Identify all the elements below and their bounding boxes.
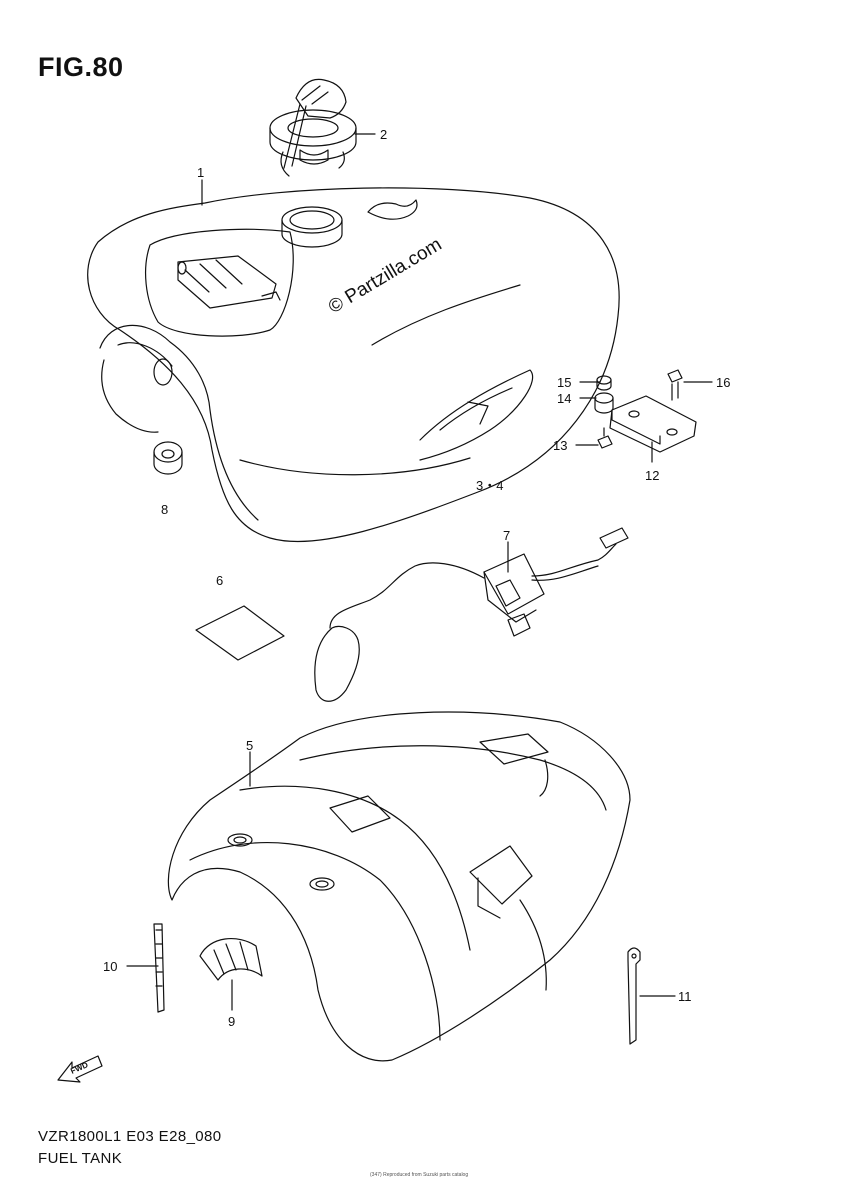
- tiny-credit-text: Reproduced from Suzuki parts catalog: [383, 1172, 469, 1178]
- callout-11: 11: [678, 989, 692, 1004]
- bolt-16[interactable]: [667, 369, 683, 401]
- tiny-code: (347): [370, 1172, 382, 1178]
- callout-7: 7: [503, 528, 510, 543]
- cushion-14[interactable]: [594, 392, 614, 414]
- callout-16: 16: [716, 375, 730, 390]
- mount-bracket[interactable]: [609, 395, 697, 453]
- callout-14: 14: [557, 391, 571, 406]
- callout-6: 6: [216, 573, 223, 588]
- side-cover[interactable]: [167, 711, 631, 1062]
- fuel-cap[interactable]: [269, 78, 357, 177]
- callout-5: 5: [246, 738, 253, 753]
- callout-9: 9: [228, 1014, 235, 1029]
- callout-2: 2: [380, 127, 387, 142]
- model-code: VZR1800L1 E03 E28_080: [38, 1128, 222, 1145]
- callout-15: 15: [557, 375, 571, 390]
- callout-12: 12: [645, 468, 659, 483]
- figure-title: FIG.80: [38, 52, 124, 82]
- collar-15[interactable]: [596, 375, 612, 391]
- forward-arrow-icon: FWD: [57, 1055, 103, 1083]
- callout-13: 13: [553, 438, 567, 453]
- callout-1: 1: [197, 165, 204, 180]
- pad[interactable]: [195, 605, 285, 661]
- section-name: FUEL TANK: [38, 1150, 123, 1167]
- callout-8: 8: [161, 502, 168, 517]
- fuel-tank[interactable]: [87, 187, 620, 543]
- strap[interactable]: [627, 947, 641, 1045]
- clamp[interactable]: [199, 938, 263, 981]
- bolt-13[interactable]: [597, 427, 613, 449]
- tiny-credit: (347) Reproduced from Suzuki parts catal…: [370, 1172, 468, 1178]
- callout-10: 10: [103, 959, 117, 974]
- callout-3-4: 3・4: [476, 478, 503, 493]
- leader-lines: [126, 133, 713, 1011]
- cable-tie[interactable]: [153, 923, 165, 1013]
- fuel-level-gauge[interactable]: [314, 527, 629, 702]
- callout-labels: 2 1 3・4 8 6 7 5 15 14 13 16 12 10 9 11: [103, 127, 730, 1029]
- grommet[interactable]: [153, 441, 183, 475]
